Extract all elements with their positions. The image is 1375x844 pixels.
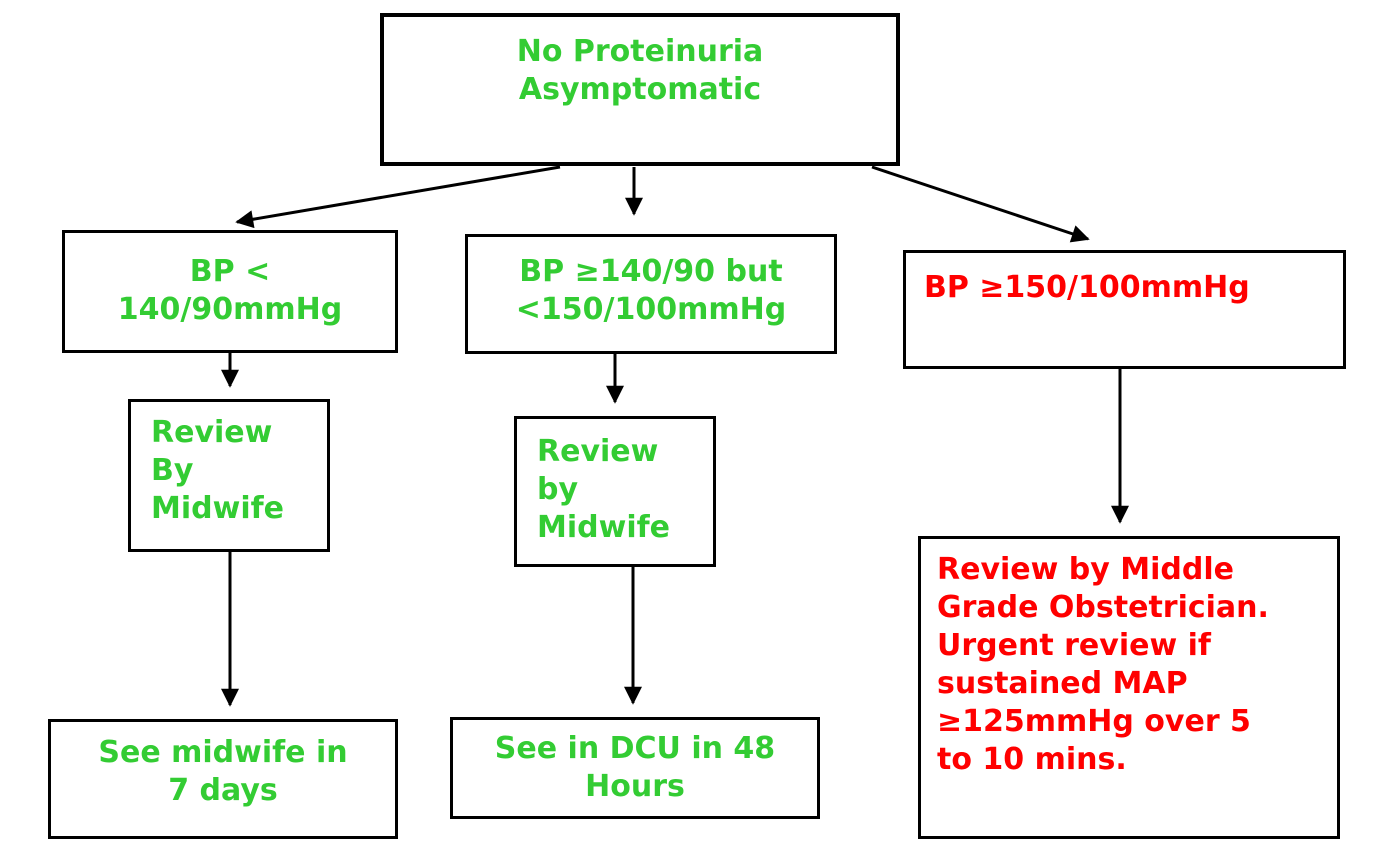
node-no-proteinuria: No Proteinuria Asymptomatic [380, 13, 900, 166]
node-text-line: Review [537, 434, 659, 469]
node-text-line: No Proteinuria [516, 34, 764, 69]
node-text-line: Midwife [537, 510, 671, 545]
node-review-by-midwife-mid: Review by Midwife [514, 416, 716, 567]
node-bp-low: BP < 140/90mmHg [62, 230, 398, 353]
arrow-root-to-bp-high [871, 165, 1090, 243]
node-text-line: BP < [189, 254, 271, 289]
node-text-line: Urgent review if [937, 628, 1211, 663]
node-text-line: 140/90mmHg [117, 292, 343, 327]
node-review-obstetrician: Review by Middle Grade Obstetrician. Urg… [918, 536, 1340, 839]
node-text-line: by [537, 472, 579, 507]
node-see-midwife-7-days: See midwife in 7 days [48, 719, 398, 839]
node-text-line: See in DCU in 48 [494, 731, 776, 766]
node-text-line: Review [151, 415, 273, 450]
arrow-root-to-bp-low [235, 165, 561, 229]
node-text-line: sustained MAP [937, 666, 1188, 701]
node-text-line: Grade Obstetrician. [937, 590, 1269, 625]
node-bp-mid: BP ≥140/90 but <150/100mmHg [465, 234, 837, 354]
node-text-line: See midwife in [98, 735, 348, 770]
node-text-line: BP ≥140/90 but [519, 254, 783, 289]
node-text-line: <150/100mmHg [515, 292, 787, 327]
node-text-line: Hours [585, 769, 685, 804]
node-text-line: Asymptomatic [518, 72, 762, 107]
node-text-line: Midwife [151, 491, 285, 526]
node-text-line: Review by Middle [937, 552, 1234, 587]
node-text-line: 7 days [168, 773, 278, 808]
node-text-line: By [151, 453, 194, 488]
node-review-by-midwife-left: Review By Midwife [128, 399, 330, 552]
node-see-dcu-48-hours: See in DCU in 48 Hours [450, 717, 820, 819]
node-text-line: to 10 mins. [937, 742, 1127, 777]
node-text-line: ≥125mmHg over 5 [937, 704, 1251, 739]
node-text-line: BP ≥150/100mmHg [924, 270, 1250, 305]
node-bp-high: BP ≥150/100mmHg [903, 250, 1346, 369]
